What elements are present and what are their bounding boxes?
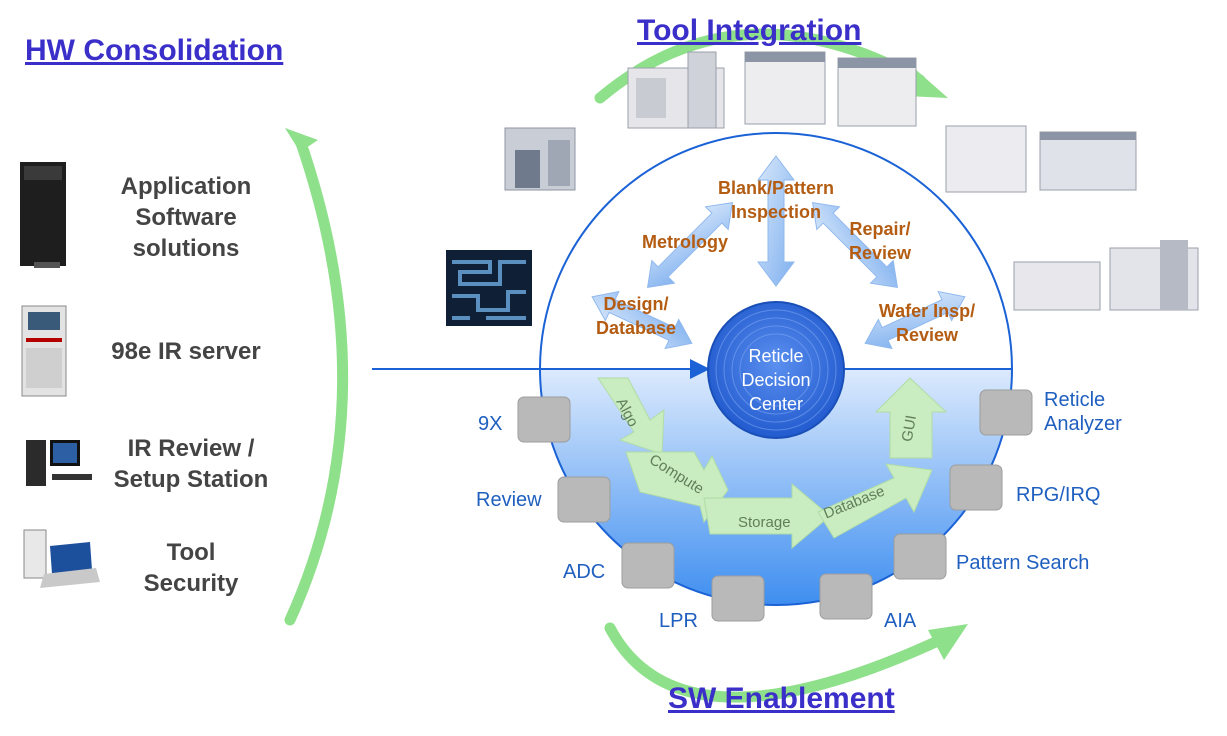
desktop-workstation-icon bbox=[26, 440, 92, 486]
module-box-pattern bbox=[893, 533, 947, 580]
flow-arrow-database bbox=[817, 463, 933, 539]
green-arc-bottom-head bbox=[928, 624, 968, 660]
module-box-review bbox=[557, 476, 611, 523]
flow-arrow-gui bbox=[874, 377, 948, 459]
module-label-review: Review bbox=[476, 489, 542, 511]
module-box-reticle bbox=[979, 389, 1033, 436]
arrow-repair bbox=[811, 201, 899, 289]
tool-image-right-top bbox=[945, 125, 1137, 193]
server-tower-icon bbox=[20, 162, 66, 268]
module-label-reticle-analyzer: Reticle Analyzer bbox=[1044, 389, 1122, 435]
arrow-metrology bbox=[646, 201, 734, 289]
module-label-adc: ADC bbox=[563, 561, 606, 583]
sw-enablement-heading: SW Enablement bbox=[668, 682, 895, 715]
category-repair-review: Repair/ Review bbox=[848, 219, 912, 263]
hw-consolidation-heading: HW Consolidation bbox=[25, 34, 284, 67]
tool-image-left bbox=[504, 127, 576, 191]
tool-image-right-mid bbox=[1013, 240, 1199, 311]
module-label-lpr: LPR bbox=[659, 610, 698, 632]
tool-integration-heading: Tool Integration bbox=[637, 14, 862, 47]
arrow-design bbox=[591, 290, 693, 350]
pattern-image bbox=[446, 250, 532, 326]
module-label-rpg-irq: RPG/IRQ bbox=[1016, 484, 1101, 506]
hw-item-tool-security: Tool Security bbox=[143, 539, 239, 597]
flow-arrow-compute bbox=[625, 451, 729, 524]
hw-item-ir-server: 98e IR server bbox=[111, 338, 261, 365]
module-label-aia: AIA bbox=[884, 610, 917, 632]
upper-half-circle bbox=[539, 132, 1013, 370]
module-box-9x bbox=[517, 396, 571, 443]
module-label-9x: 9X bbox=[478, 413, 503, 435]
green-arc-bottom bbox=[604, 622, 946, 703]
flow-label-storage: Storage bbox=[738, 514, 791, 531]
arrow-inspection bbox=[757, 155, 795, 287]
green-arc-left bbox=[284, 134, 349, 626]
arrow-wafer bbox=[864, 290, 966, 350]
module-label-pattern-search: Pattern Search bbox=[956, 552, 1090, 574]
pc-laptop-icon bbox=[23, 529, 100, 588]
tool-image-cluster-top bbox=[627, 51, 917, 129]
module-box-lpr bbox=[711, 575, 765, 622]
flow-arrow-storage bbox=[703, 482, 831, 550]
flow-arrow-algo bbox=[597, 377, 665, 455]
module-box-aia bbox=[819, 573, 873, 620]
category-design-database: Design/ Database bbox=[595, 294, 677, 338]
center-circle bbox=[707, 301, 845, 439]
green-arc-left-head bbox=[285, 128, 318, 152]
module-box-rpg bbox=[949, 464, 1003, 511]
category-wafer-insp-review: Wafer Insp/ Review bbox=[878, 301, 976, 345]
category-blank-pattern-inspection: Blank/Pattern Inspection bbox=[717, 178, 835, 222]
server-cabinet-icon bbox=[21, 305, 67, 397]
module-box-adc bbox=[621, 542, 675, 589]
hw-item-ir-review: IR Review / Setup Station bbox=[113, 435, 269, 493]
reticle-decision-center-label: Reticle Decision Center bbox=[741, 346, 811, 414]
category-metrology: Metrology bbox=[641, 232, 728, 252]
hw-item-application: Application Software solutions bbox=[120, 173, 252, 262]
